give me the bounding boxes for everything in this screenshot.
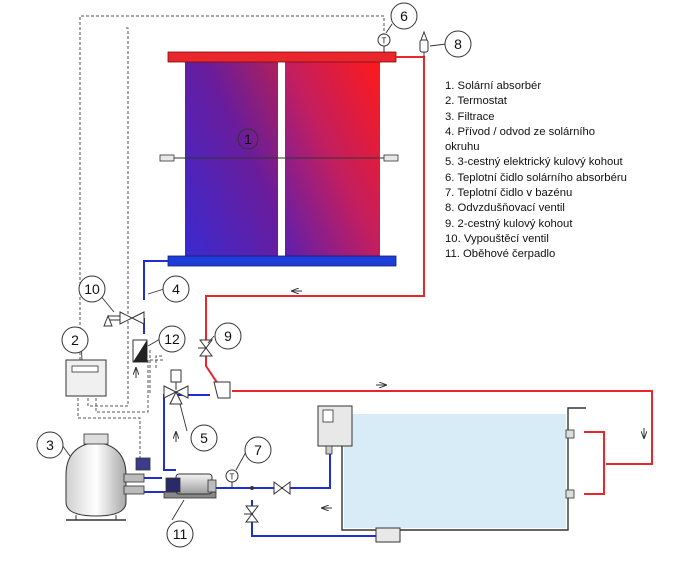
callout-8-label: 8 — [454, 36, 462, 52]
legend-item-drain-valve: 10. Vypouštěcí ventil — [445, 232, 549, 245]
component-legend: 1. Solární absorbér 2. Termostat 3. Filt… — [445, 79, 677, 263]
absorber-temperature-gauge: T — [377, 33, 391, 53]
callout-7: 7 — [244, 436, 272, 464]
callout-3: 3 — [36, 431, 64, 459]
callout-10-label: 10 — [84, 281, 100, 297]
legend-item-three-way-valve: 5. 3-cestný elektrický kulový kohout — [445, 156, 623, 169]
skimmer — [317, 405, 353, 455]
callout-6: 6 — [390, 2, 418, 30]
callout-7-label: 7 — [254, 442, 262, 458]
callout-2: 2 — [61, 326, 89, 354]
callout-5: 5 — [190, 424, 218, 452]
sand-filter — [65, 433, 151, 521]
callout-12-label: 12 — [164, 331, 180, 347]
callout-1: 1 — [244, 131, 252, 147]
legend-item-filtration: 3. Filtrace — [445, 110, 495, 123]
legend-item-pool-sensor: 7. Teplotní čidlo v bazénu — [445, 187, 573, 200]
legend-item-solar-circuit-supply: 4. Přívod / odvod ze solárního okruhu — [445, 125, 596, 154]
drain-valve — [103, 311, 145, 327]
air-vent — [419, 30, 429, 57]
solar-absorber — [159, 51, 399, 267]
legend-item-circulation-pump: 11. Oběhové čerpadlo — [445, 248, 556, 261]
legend-item-air-vent: 8. Odvzdušňovací ventil — [445, 202, 565, 215]
callout-11-label: 11 — [173, 526, 188, 542]
callout-11: 11 — [166, 520, 194, 548]
callout-4: 4 — [162, 275, 190, 303]
sensor-box — [132, 339, 148, 363]
pool-basin — [320, 407, 586, 531]
pool-gauge-symbol: T — [230, 473, 235, 482]
signal-wiring — [77, 15, 385, 458]
callout-9: 9 — [214, 322, 242, 350]
bottom-drain — [375, 527, 401, 543]
callout-5-label: 5 — [200, 430, 208, 446]
thermostat — [65, 359, 107, 397]
hot-pipe — [205, 56, 653, 495]
callout-1-label: 1 — [244, 131, 252, 147]
pool-line-valve — [273, 481, 291, 495]
two-way-ball-valve — [198, 339, 213, 357]
callout-3-label: 3 — [46, 437, 54, 453]
drain-line-valve — [244, 505, 259, 523]
callout-4-label: 4 — [172, 281, 180, 297]
return-nozzle-upper — [565, 429, 575, 439]
pool-temperature-gauge: T — [225, 469, 239, 488]
callout-2-label: 2 — [71, 332, 79, 348]
legend-item-absorber-sensor: 6. Teplotní čidlo solárního absorbéru — [445, 171, 627, 184]
cold-pipe — [118, 260, 378, 537]
return-nozzle-lower — [565, 489, 575, 499]
junction-dot — [250, 486, 254, 490]
three-way-valve — [163, 369, 189, 405]
callouts: 1 2 3 4 5 6 7 8 — [36, 2, 472, 548]
legend-item-thermostat: 2. Termostat — [445, 95, 507, 108]
absorber-gauge-symbol: T — [382, 37, 387, 46]
callout-10: 10 — [78, 275, 106, 303]
callout-12: 12 — [158, 325, 186, 353]
legend-item-solar-absorber: 1. Solární absorbér — [445, 80, 542, 92]
legend-item-ball-valve: 9. 2-cestný kulový kohout — [445, 217, 573, 230]
check-valve — [213, 381, 231, 399]
circulation-pump — [163, 473, 217, 499]
callout-9-label: 9 — [224, 328, 232, 344]
callout-8: 8 — [444, 30, 472, 58]
callout-6-label: 6 — [400, 8, 408, 24]
